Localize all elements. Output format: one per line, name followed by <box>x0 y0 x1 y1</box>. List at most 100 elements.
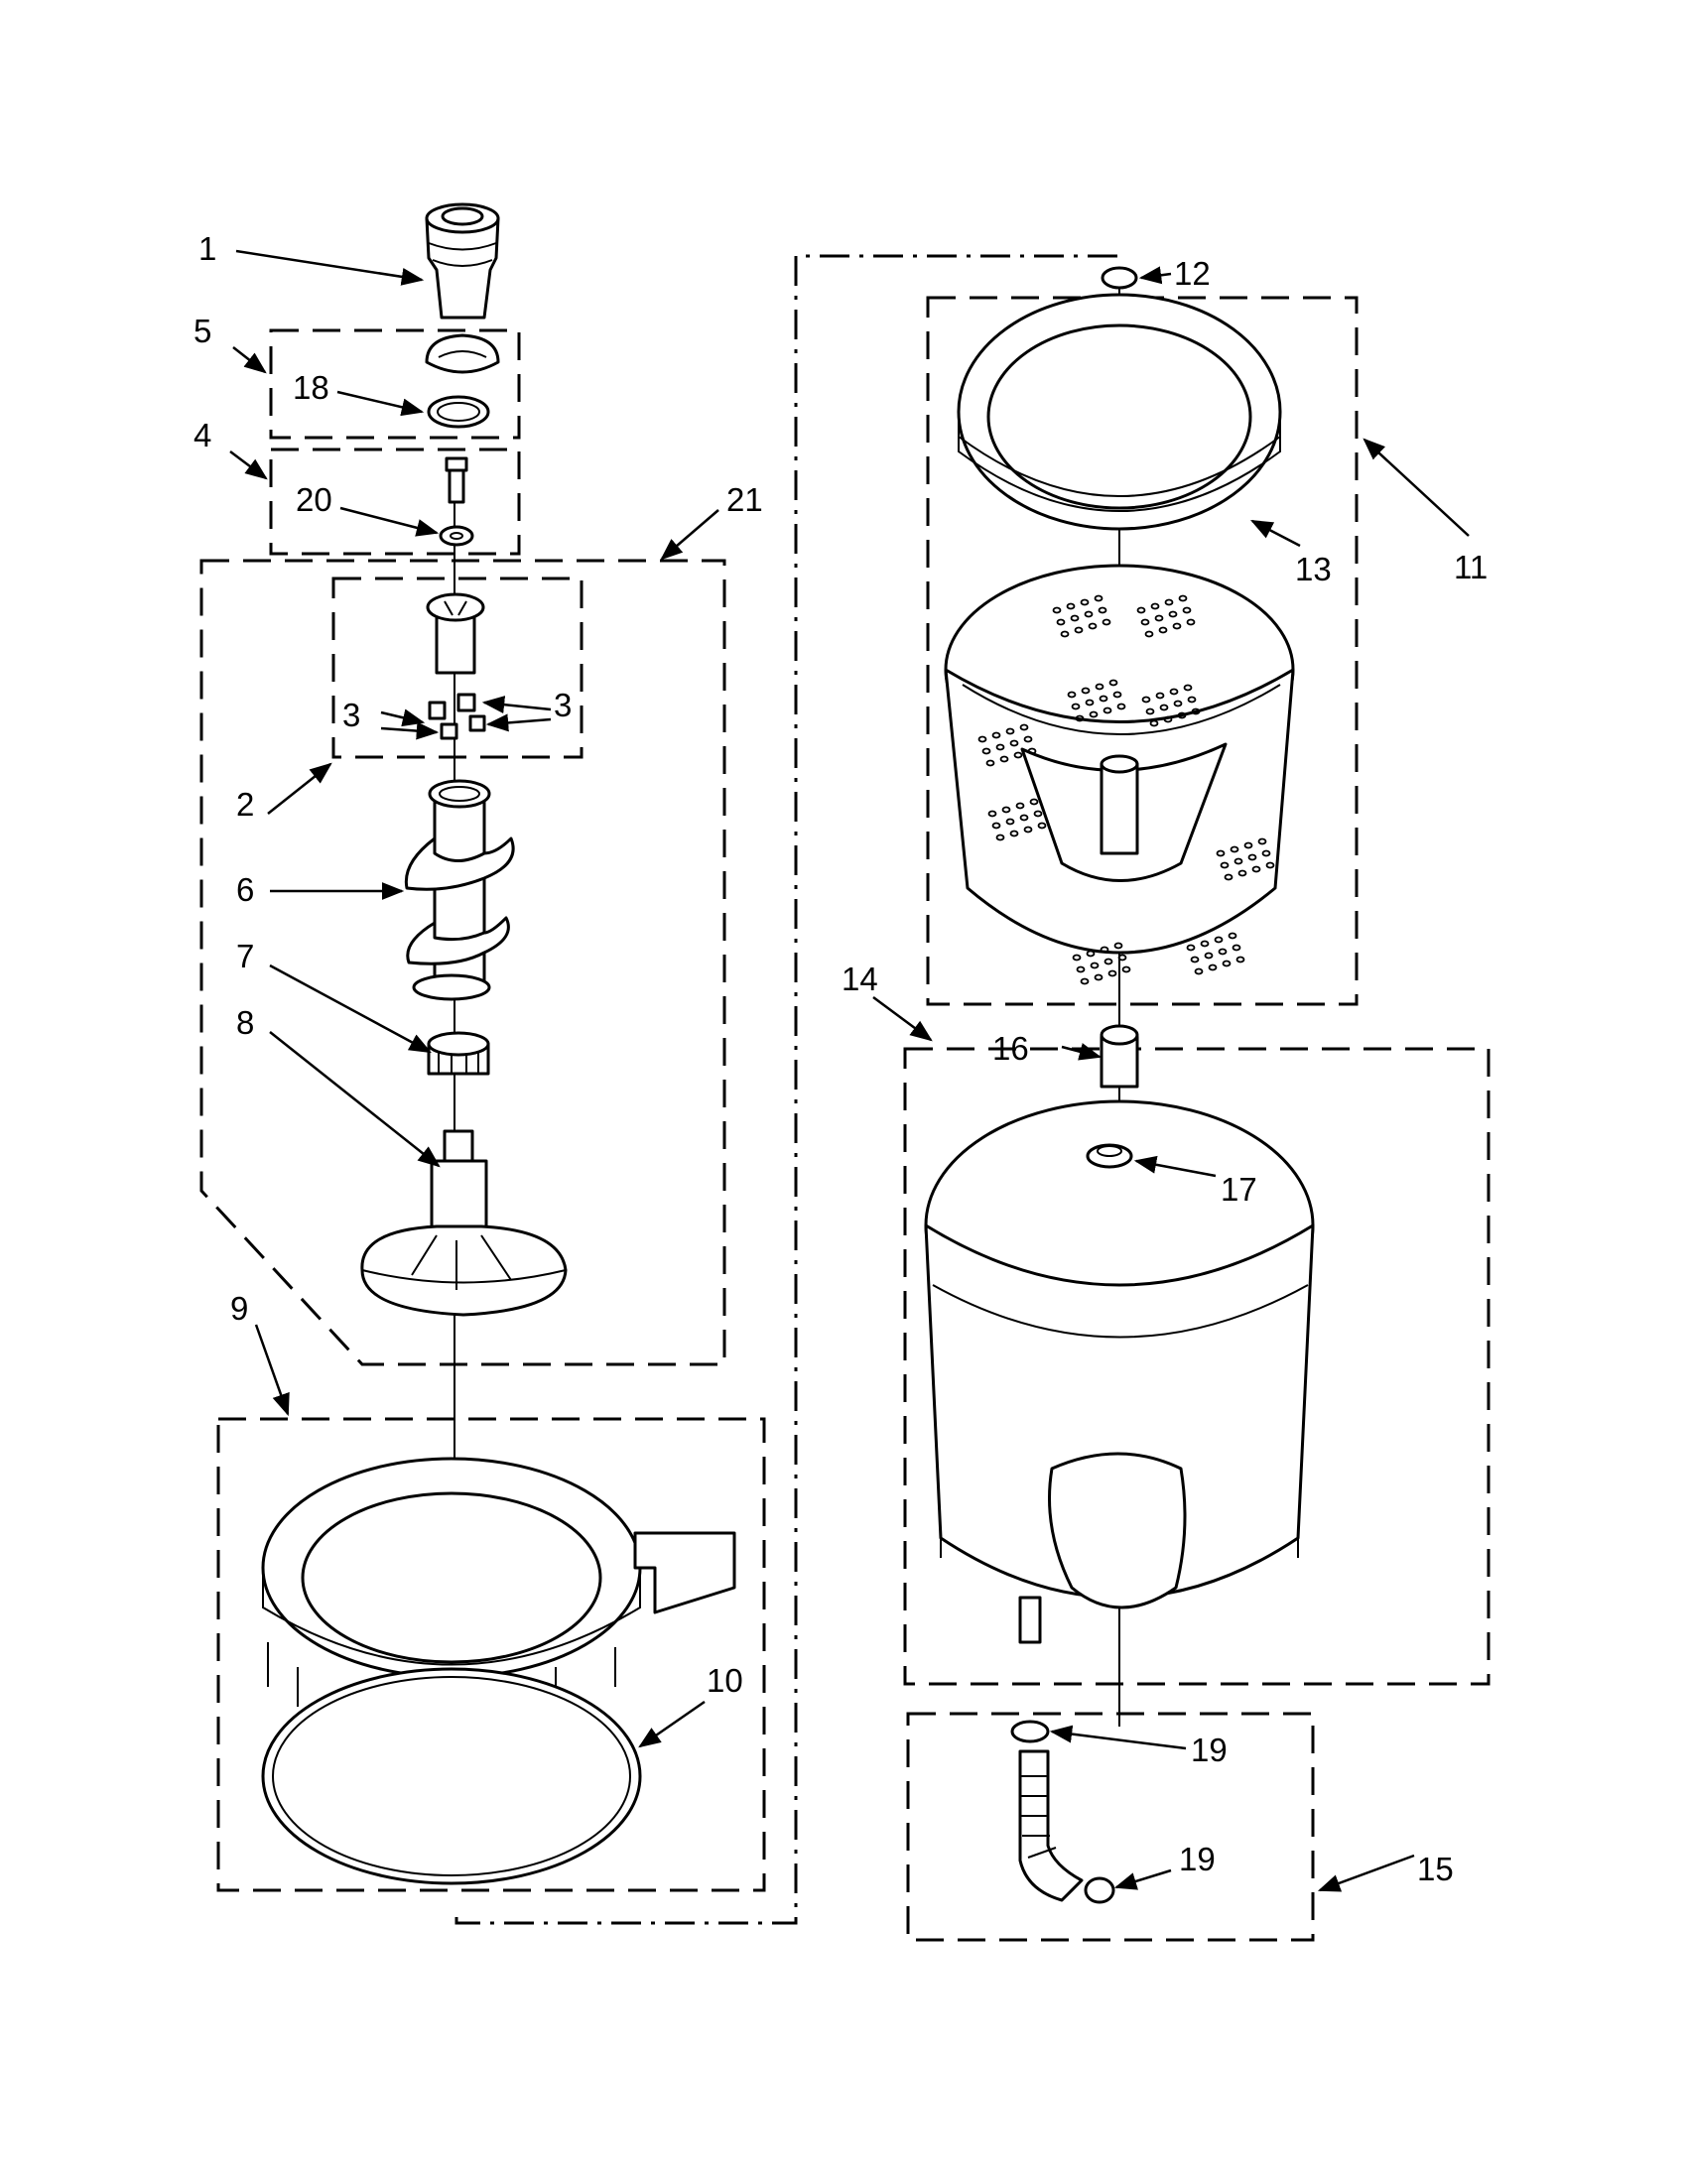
callout-13: 13 <box>1295 551 1332 587</box>
perforation-dot <box>1158 626 1168 634</box>
perforation-dot <box>1001 806 1011 814</box>
leaders <box>229 249 1470 1892</box>
perforation-dot <box>1235 956 1245 964</box>
perforation-dot <box>1023 735 1033 743</box>
callout-6: 6 <box>236 871 254 908</box>
perforation-dot <box>1075 714 1085 722</box>
perforation-dot <box>1243 841 1253 849</box>
perforation-dot <box>1208 964 1218 971</box>
callout-3-right: 3 <box>554 687 572 723</box>
callout-9: 9 <box>230 1290 248 1327</box>
perforation-dot <box>1182 606 1192 614</box>
callout-19-top: 19 <box>1191 1732 1228 1768</box>
callout-16: 16 <box>992 1030 1029 1067</box>
perforation-dot <box>1108 679 1118 687</box>
perforation-dot <box>1088 622 1098 630</box>
part-hose <box>1018 1749 1084 1902</box>
part-9-tub-ring <box>261 1457 736 1707</box>
part-10-snap-ring <box>261 1667 642 1885</box>
perforation-dot <box>1103 707 1112 714</box>
perforation-dot <box>1052 606 1062 614</box>
perforation-dot <box>1009 830 1019 837</box>
perforation-dot <box>1145 707 1155 715</box>
perforation-dot <box>991 822 1001 830</box>
callout-15: 15 <box>1417 1851 1454 1887</box>
part-6-auger <box>404 779 515 1001</box>
perforation-dot <box>1187 696 1197 704</box>
perforation-dot <box>1116 703 1126 710</box>
callout-21: 21 <box>726 481 763 518</box>
box-4 <box>269 448 521 556</box>
perforation-dot <box>1155 692 1165 700</box>
callout-18: 18 <box>293 369 329 406</box>
perforation-dot <box>1102 618 1111 626</box>
perforation-dot <box>1113 942 1123 950</box>
box-2 <box>331 577 584 759</box>
perforation-dot <box>985 759 995 767</box>
callout-labels: 1 2 3 3 4 5 6 7 8 9 10 11 12 13 14 15 16… <box>194 230 1488 1887</box>
perforation-dot <box>1009 739 1019 747</box>
part-14-outer-tub <box>924 1099 1315 1644</box>
perforation-dot <box>1216 849 1226 857</box>
callout-3-left: 3 <box>342 697 360 733</box>
perforation-dot <box>1200 940 1210 948</box>
part-bolt <box>445 456 468 504</box>
perforation-dot <box>1183 684 1193 692</box>
perforation-dot <box>1154 614 1164 622</box>
perforation-dot <box>1237 869 1247 877</box>
box-9 <box>216 1417 766 1892</box>
perforation-dot <box>1037 822 1047 830</box>
part-5-cover <box>425 333 500 374</box>
perforation-dot <box>1190 956 1200 964</box>
perforation-dot <box>991 731 1001 739</box>
part-8-agitator-base <box>360 1129 568 1317</box>
part-3-dogs <box>428 693 486 740</box>
perforation-dot <box>1094 973 1103 981</box>
perforation-dot <box>1230 845 1239 853</box>
perforation-dot <box>1159 704 1169 711</box>
perforation-dot <box>1029 798 1039 806</box>
perforation-dot <box>1107 969 1117 977</box>
perforation-dot <box>1218 948 1228 956</box>
perforation-dot <box>1222 960 1232 967</box>
perforation-dot <box>1257 837 1267 845</box>
perforation-dot <box>1144 630 1154 638</box>
perforation-dot <box>1136 606 1146 614</box>
perforation-dot <box>1005 727 1015 735</box>
perforation-dot <box>1067 691 1077 699</box>
callout-2: 2 <box>236 786 254 823</box>
perforation-dot <box>1228 932 1237 940</box>
part-20-washer <box>439 525 474 547</box>
perforation-dot <box>1224 873 1233 881</box>
part-basket <box>944 564 1295 955</box>
perforation-dot <box>1117 954 1127 962</box>
perforation-dot <box>1084 610 1094 618</box>
perforation-dot <box>1098 606 1107 614</box>
perforation-dot <box>995 834 1005 841</box>
perforation-dot <box>1140 618 1150 626</box>
perforation-dot <box>999 755 1009 763</box>
perforation-dot <box>1060 630 1070 638</box>
part-19-clamp-bottom <box>1084 1876 1115 1904</box>
perforation-dot <box>1005 818 1015 826</box>
perforation-dot <box>1177 711 1187 719</box>
callout-5: 5 <box>194 313 211 349</box>
perforation-dot <box>1089 710 1099 718</box>
part-18-o-ring <box>427 395 490 429</box>
perforation-dot <box>1070 614 1080 622</box>
perforation-dot <box>1247 853 1257 861</box>
perforation-dot <box>1099 695 1108 703</box>
basket-perforations <box>977 594 1275 985</box>
part-1-agitator-cap <box>425 202 500 320</box>
perforation-dot <box>1178 594 1188 602</box>
perforation-dot <box>1121 965 1131 973</box>
perforation-dot <box>1081 687 1091 695</box>
callout-1: 1 <box>198 230 216 267</box>
perforation-dot <box>1015 802 1025 810</box>
part-19-clamp-top <box>1010 1720 1050 1743</box>
perforation-dot <box>1169 688 1179 696</box>
perforation-dot <box>987 810 997 818</box>
perforation-dot <box>1071 703 1081 710</box>
part-17-seal <box>1086 1143 1133 1169</box>
